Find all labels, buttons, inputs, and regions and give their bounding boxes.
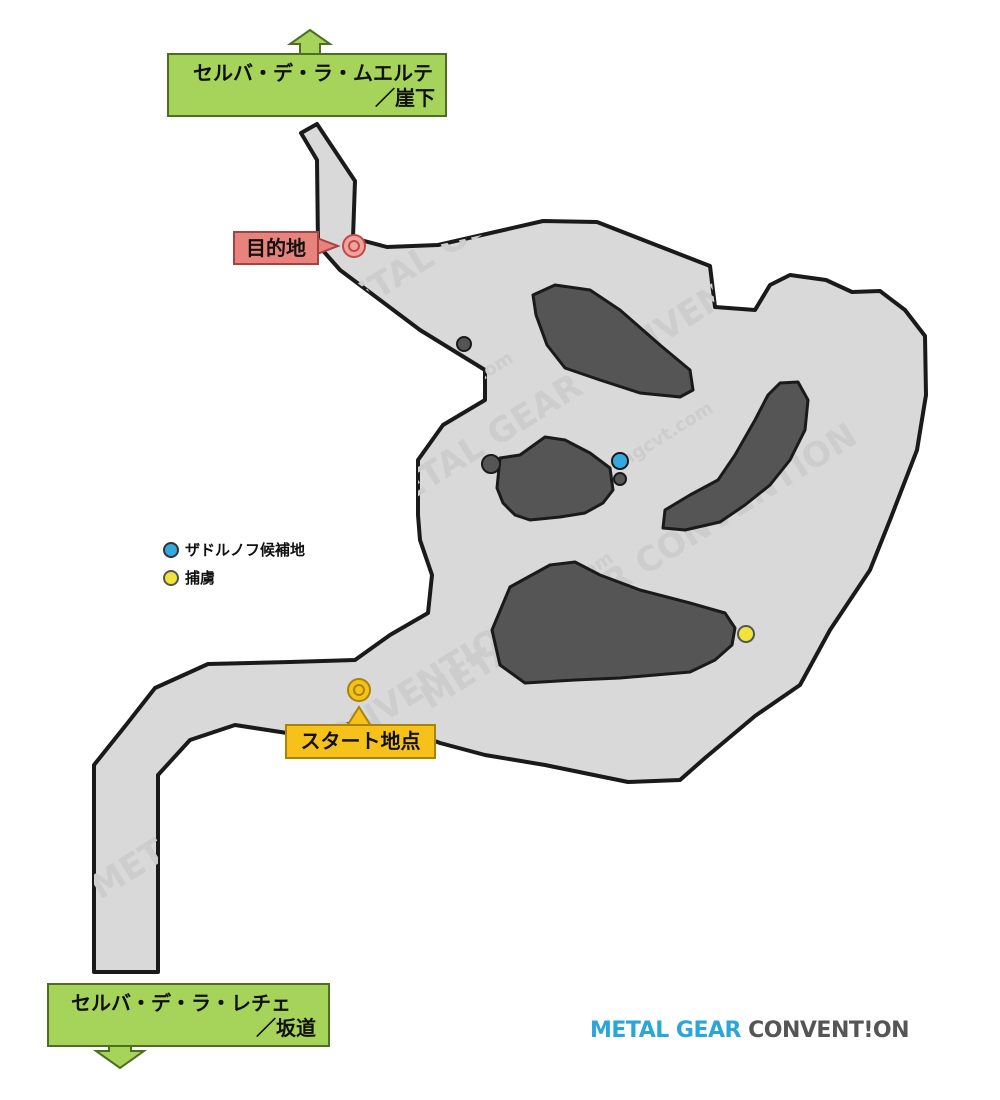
south-exit-arrow-icon [92,1044,148,1070]
blue-dot-icon [163,542,179,558]
legend-label: ザドルノフ候補地 [185,541,306,559]
brand-part-2: CONVENT!ON [748,1018,910,1043]
exit-south-sub: ／坂道 [256,1016,316,1040]
brand-part-1: METAL GEAR [590,1018,749,1043]
obstacle-lower [490,560,737,685]
legend-item-zadornov: ザドルノフ候補地 [163,540,305,560]
exit-north-name: セルバ・デ・ラ・ムエルテ [193,61,433,85]
start-target-icon [347,678,371,702]
obstacle-right [661,380,810,532]
legend-label: 捕虜 [185,569,216,587]
destination-label: 目的地 [233,231,319,265]
rock-marker [613,472,627,486]
legend-item-prisoner: 捕虜 [163,568,215,588]
exit-north-sub: ／崖下 [375,86,435,110]
exit-south-name: セルバ・デ・ラ・レチェ [71,991,291,1015]
obstacle-upper [531,283,695,399]
prisoner-marker [737,625,755,643]
exit-south-label: セルバ・デ・ラ・レチェ ／坂道 [47,983,330,1047]
yellow-dot-icon [163,570,179,586]
zadornov-candidate-marker [611,452,629,470]
start-label: スタート地点 [285,724,436,759]
rock-marker [456,336,472,352]
north-exit-arrow-icon [286,28,334,55]
walkable-floor [92,122,928,974]
rock-marker [481,454,501,474]
obstacle-center [495,435,615,522]
exit-north-label: セルバ・デ・ラ・ムエルテ ／崖下 [167,53,447,117]
destination-target-icon [342,234,366,258]
brand-logo: METAL GEAR CONVENT!ON [590,1018,910,1043]
